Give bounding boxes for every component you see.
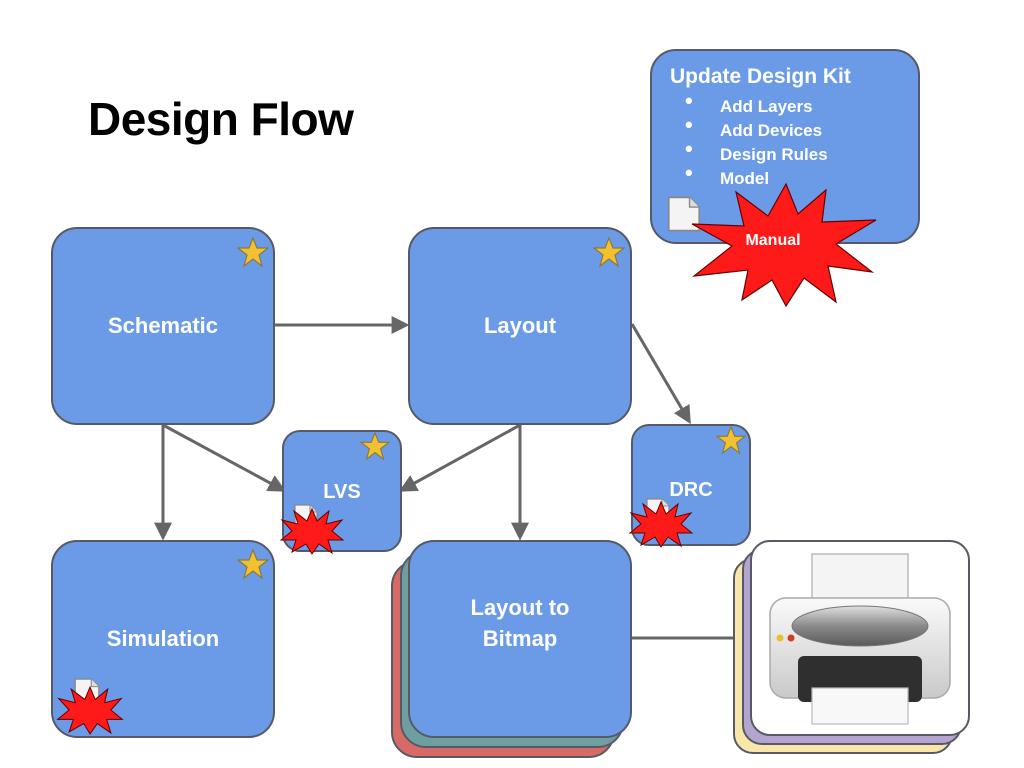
layout-to-bitmap-label-line2: Bitmap xyxy=(482,626,558,651)
design-kit-list: Add Layers Add Devices Design Rules Mode… xyxy=(682,89,828,191)
star-icon xyxy=(237,236,269,268)
design-kit-item: Model xyxy=(682,161,828,191)
design-kit-item: Add Devices xyxy=(682,113,828,143)
star-icon xyxy=(716,425,746,455)
document-icon xyxy=(667,196,701,232)
lvs-label: LVS xyxy=(323,481,361,503)
simulation-label: Simulation xyxy=(106,625,220,651)
arrow-layout-to-drc xyxy=(630,323,691,425)
star-icon xyxy=(360,431,390,461)
burst-icon xyxy=(691,182,877,308)
printer-icon xyxy=(769,553,951,725)
layout-box[interactable]: Layout xyxy=(408,227,632,425)
arrow-schematic-to-lvs xyxy=(162,423,287,492)
design-kit-title: Update Design Kit xyxy=(670,65,851,88)
burst-icon xyxy=(628,500,694,548)
design-kit-item: Design Rules xyxy=(682,137,828,167)
burst-icon xyxy=(279,507,345,555)
layout-to-bitmap-label-line1: Layout to xyxy=(470,595,570,621)
schematic-label: Schematic xyxy=(107,312,219,338)
star-icon xyxy=(237,548,269,580)
page-title: Design Flow xyxy=(88,93,354,145)
design-kit-item: Add Layers xyxy=(682,89,828,119)
layout-to-bitmap-box[interactable]: Layout to Bitmap xyxy=(408,540,632,738)
burst-icon xyxy=(56,685,124,735)
lvs-box[interactable]: LVS xyxy=(282,430,402,552)
schematic-box[interactable]: Schematic xyxy=(51,227,275,425)
drc-label: DRC xyxy=(669,479,713,501)
arrow-layout-to-lvs xyxy=(398,423,521,492)
layout-label: Layout xyxy=(483,312,557,338)
star-icon xyxy=(593,236,625,268)
manual-label: Manual xyxy=(745,232,801,249)
